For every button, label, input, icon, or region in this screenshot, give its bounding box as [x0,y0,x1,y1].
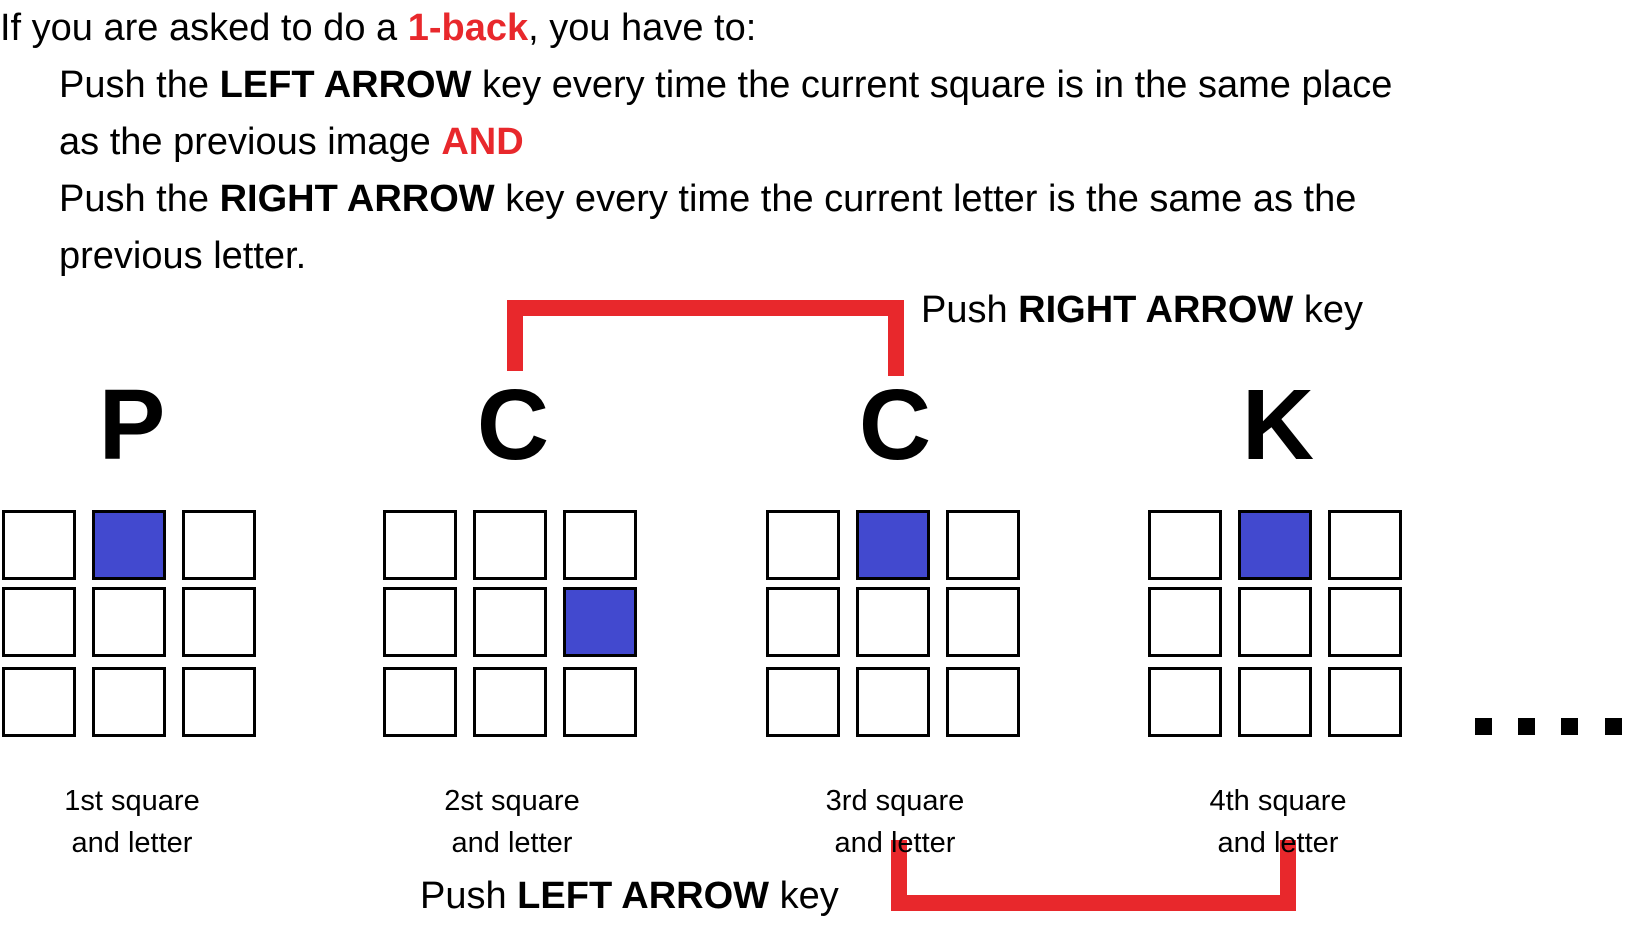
stimulus-letter: C [476,369,550,481]
grid-cell [946,587,1020,657]
grid-cell [1148,510,1222,580]
grid-cell [766,510,840,580]
grid-cell-active [856,510,930,580]
rule-left-part2: key every time the current square is in … [471,64,1393,106]
rule-left-part1: Push the [59,64,220,106]
caption-line2: and letter [1217,827,1339,859]
callout-left-arrow: Push LEFT ARROW key [420,874,839,918]
ellipsis-dot [1561,718,1578,735]
grid-cell [1328,587,1402,657]
grid-cell [383,587,457,657]
ellipsis-dot [1518,718,1535,735]
caption-line2: and letter [451,827,573,859]
left-arrow-bracket [891,840,1296,911]
grid-cell [856,667,930,737]
rule-right-line2-text: previous letter. [59,235,307,277]
callout-right-suffix: key [1293,289,1363,331]
grid-cell [2,667,76,737]
grid-cell-active [563,587,637,657]
grid-cell [2,587,76,657]
position-grid [764,510,1034,750]
callout-left-key: LEFT ARROW [517,875,770,917]
caption-line1: 4th square [1209,785,1347,817]
grid-cell [2,510,76,580]
grid-cell [182,667,256,737]
intro-suffix: , you have to: [528,7,757,49]
grid-cell [946,667,1020,737]
intro-highlight: 1-back [407,7,529,49]
grid-cell [92,587,166,657]
callout-right-key: RIGHT ARROW [1018,289,1294,331]
step-caption: 4th square and letter [1158,780,1398,864]
grid-cell [383,510,457,580]
ellipsis-dot [1475,718,1492,735]
grid-cell [1238,667,1312,737]
rule-right-line1: Push the RIGHT ARROW key every time the … [59,177,1356,221]
intro-prefix: If you are asked to do a [0,7,408,49]
position-grid [0,510,270,750]
callout-right-prefix: Push [921,289,1019,331]
stimulus-letter: C [858,369,932,481]
grid-cell [1148,667,1222,737]
stimulus-letter: P [98,369,166,481]
grid-cell [383,667,457,737]
grid-cell-active [1238,510,1312,580]
rule-right-part2: key every time the current letter is the… [494,178,1357,220]
intro-line: If you are asked to do a 1-back, you hav… [0,6,756,50]
rule-right-part1: Push the [59,178,220,220]
caption-line2: and letter [71,827,193,859]
right-arrow-bracket [507,300,904,376]
grid-cell [1328,667,1402,737]
rule-left-key: LEFT ARROW [219,64,472,106]
rule-right-key: RIGHT ARROW [219,178,495,220]
grid-cell [1148,587,1222,657]
grid-cell [856,587,930,657]
rule-right-line2: previous letter. [59,234,306,278]
grid-cell [1328,510,1402,580]
rule-left-line1: Push the LEFT ARROW key every time the c… [59,63,1392,107]
grid-cell [563,510,637,580]
continuation-ellipsis [1475,718,1625,738]
grid-cell [766,587,840,657]
grid-cell [946,510,1020,580]
rule-left-line2-text: as the previous image [59,121,442,163]
grid-cell [473,587,547,657]
rule-connector: AND [441,121,524,163]
grid-cell [563,667,637,737]
rule-left-line2: as the previous image AND [59,120,524,164]
position-grid [381,510,651,750]
grid-cell [182,587,256,657]
grid-cell [1238,587,1312,657]
stimulus-letter: K [1241,369,1315,481]
step-caption: 3rd square and letter [775,780,1015,864]
grid-cell [473,667,547,737]
position-grid [1146,510,1416,750]
caption-line1: 2st square [444,785,580,817]
grid-cell-active [92,510,166,580]
step-caption: 1st square and letter [12,780,252,864]
grid-cell [92,667,166,737]
ellipsis-dot [1605,718,1622,735]
grid-cell [766,667,840,737]
callout-right-arrow: Push RIGHT ARROW key [921,288,1363,332]
caption-line1: 3rd square [825,785,965,817]
callout-left-prefix: Push [420,875,518,917]
callout-left-suffix: key [769,875,839,917]
caption-line1: 1st square [64,785,200,817]
step-caption: 2st square and letter [392,780,632,864]
grid-cell [473,510,547,580]
caption-line2: and letter [834,827,956,859]
grid-cell [182,510,256,580]
